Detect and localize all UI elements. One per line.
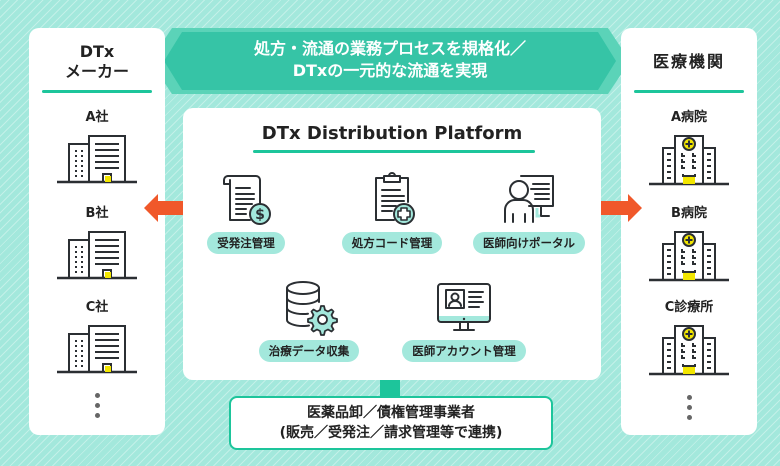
feature-treatment-data-collection: 治療データ収集 <box>253 276 365 362</box>
divider <box>253 150 535 153</box>
banner-shape <box>150 28 630 94</box>
maker-item: A社 <box>29 110 165 186</box>
panel-title-line-2: メーカー <box>64 62 129 81</box>
feature-label: 受発注管理 <box>207 232 285 254</box>
wholesaler-box: 医薬品卸／債権管理事業者 (販売／受発注／請求管理等で連携) <box>229 396 553 450</box>
headline-banner: 処方・流通の業務プロセスを規格化／ DTxの一元的な流通を実現 <box>150 28 630 94</box>
panel-title: 医療機関 <box>652 52 725 71</box>
svg-text:$: $ <box>255 207 265 223</box>
database-gear-icon <box>286 281 338 336</box>
office-building-icon <box>57 231 137 280</box>
invoice-dollar-icon: $ <box>223 175 271 225</box>
maker-label: A社 <box>85 110 109 125</box>
feature-doctor-account-management: 医師アカウント管理 <box>399 276 529 362</box>
office-building-icon <box>57 135 137 184</box>
hospital-icon <box>649 231 729 282</box>
divider <box>42 90 152 93</box>
connector <box>380 380 400 398</box>
banner-line-2: DTxの一元的な流通を実現 <box>292 61 488 80</box>
feature-label: 医師アカウント管理 <box>402 340 526 362</box>
wholesaler-line-2: (販売／受発注／請求管理等で連携) <box>279 425 503 441</box>
monitor-profile-icon <box>437 283 491 331</box>
platform-title: DTx Distribution Platform <box>261 123 523 144</box>
banner-line-1: 処方・流通の業務プロセスを規格化／ <box>253 39 526 58</box>
more-ellipsis-icon <box>621 390 757 425</box>
maker-item: C社 <box>29 300 165 376</box>
maker-label: B社 <box>85 206 109 221</box>
divider <box>634 90 744 93</box>
institution-item: B病院 <box>621 206 757 284</box>
hospital-icon <box>649 135 729 186</box>
institution-item: A病院 <box>621 110 757 188</box>
medical-institution-panel: 医療機関 A病院 B病院 C診療所 <box>621 28 757 435</box>
panel-title-line-1: DTx <box>79 42 115 61</box>
maker-label: C社 <box>85 300 109 315</box>
feature-label: 治療データ収集 <box>258 340 360 362</box>
institution-label: B病院 <box>671 206 707 221</box>
institution-label: C診療所 <box>664 300 714 315</box>
panel-title: DTx メーカー <box>29 42 165 82</box>
institution-label: A病院 <box>670 110 708 125</box>
dtx-maker-panel: DTx メーカー A社 B社 C社 <box>29 28 165 435</box>
more-ellipsis-icon <box>29 388 165 423</box>
office-building-icon <box>57 325 137 374</box>
institution-item: C診療所 <box>621 300 757 378</box>
distribution-platform: DTx Distribution Platform $ 受発注管理 <box>183 108 601 380</box>
wholesaler-line-1: 医薬品卸／債権管理事業者 <box>307 405 475 421</box>
feature-prescription-code-management: 処方コード管理 <box>336 168 448 254</box>
feature-label: 医師向けポータル <box>473 232 585 254</box>
feature-label: 処方コード管理 <box>341 232 443 254</box>
feature-doctor-portal: 医師向けポータル <box>473 168 585 254</box>
maker-item: B社 <box>29 206 165 282</box>
doctor-portal-icon <box>504 175 554 223</box>
feature-order-management: $ 受発注管理 <box>190 168 302 254</box>
clipboard-medical-icon <box>375 172 415 225</box>
hospital-icon <box>649 325 729 376</box>
